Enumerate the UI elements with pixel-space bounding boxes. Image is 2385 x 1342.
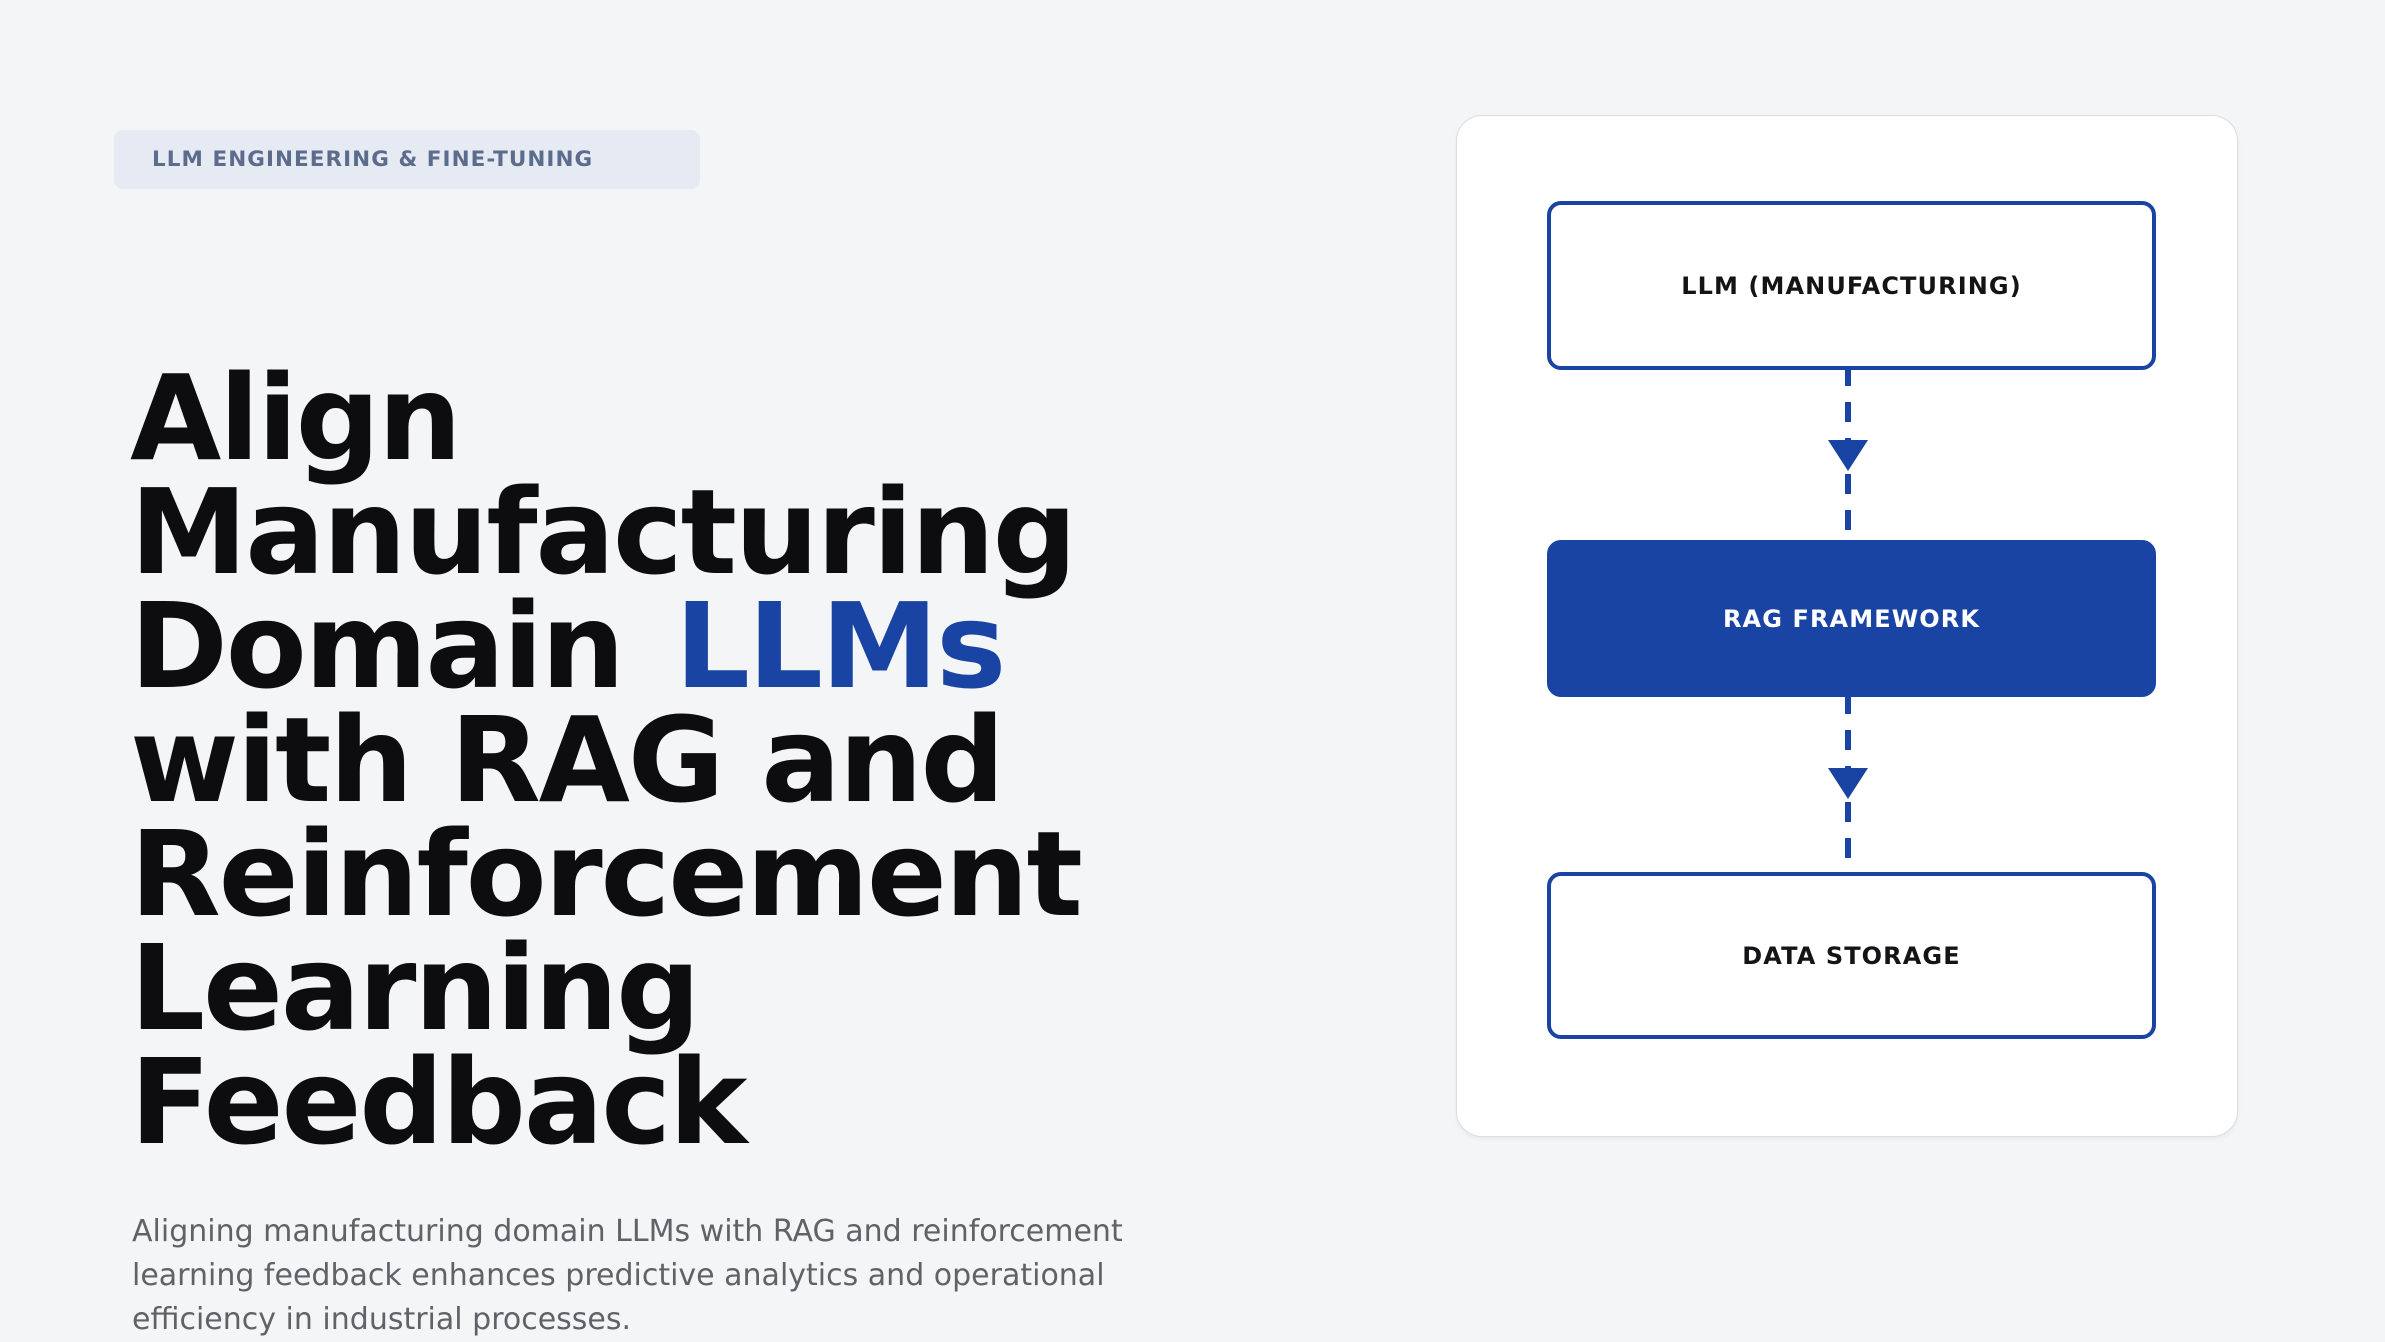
flow-node-llm[interactable]: LLM (MANUFACTURING) — [1547, 201, 2156, 370]
arrowhead-down-icon — [1828, 440, 1868, 471]
arrowhead-down-icon — [1828, 768, 1868, 799]
flow-node-storage[interactable]: DATA STORAGE — [1547, 872, 2156, 1039]
eyebrow-badge: LLM ENGINEERING & FINE-TUNING — [114, 130, 700, 189]
flow-node-storage-label: DATA STORAGE — [1742, 941, 1961, 970]
headline-accent-llms: LLMs — [674, 577, 1006, 716]
flow-connector-llm-to-rag — [1828, 366, 1868, 546]
flow-node-llm-label: LLM (MANUFACTURING) — [1681, 271, 2022, 300]
hero-column: LLM ENGINEERING & FINE-TUNING Align Manu… — [114, 130, 1230, 1337]
headline-text-primary: Align Manufacturing Domain — [130, 349, 1077, 716]
flow-node-rag-label: RAG FRAMEWORK — [1722, 604, 1981, 633]
flow-node-rag[interactable]: RAG FRAMEWORK — [1547, 540, 2156, 697]
headline-text-secondary: with RAG and Reinforcement Learning Feed… — [130, 691, 1083, 1172]
hero-description: Aligning manufacturing domain LLMs with … — [132, 1214, 1123, 1337]
flow-connector-rag-to-storage — [1828, 694, 1868, 874]
diagram-card: LLM (MANUFACTURING) RAG FRAMEWORK DATA S… — [1456, 115, 2238, 1137]
flow-diagram: LLM (MANUFACTURING) RAG FRAMEWORK DATA S… — [1457, 116, 2239, 1138]
eyebrow-badge-label: LLM ENGINEERING & FINE-TUNING — [152, 147, 594, 172]
